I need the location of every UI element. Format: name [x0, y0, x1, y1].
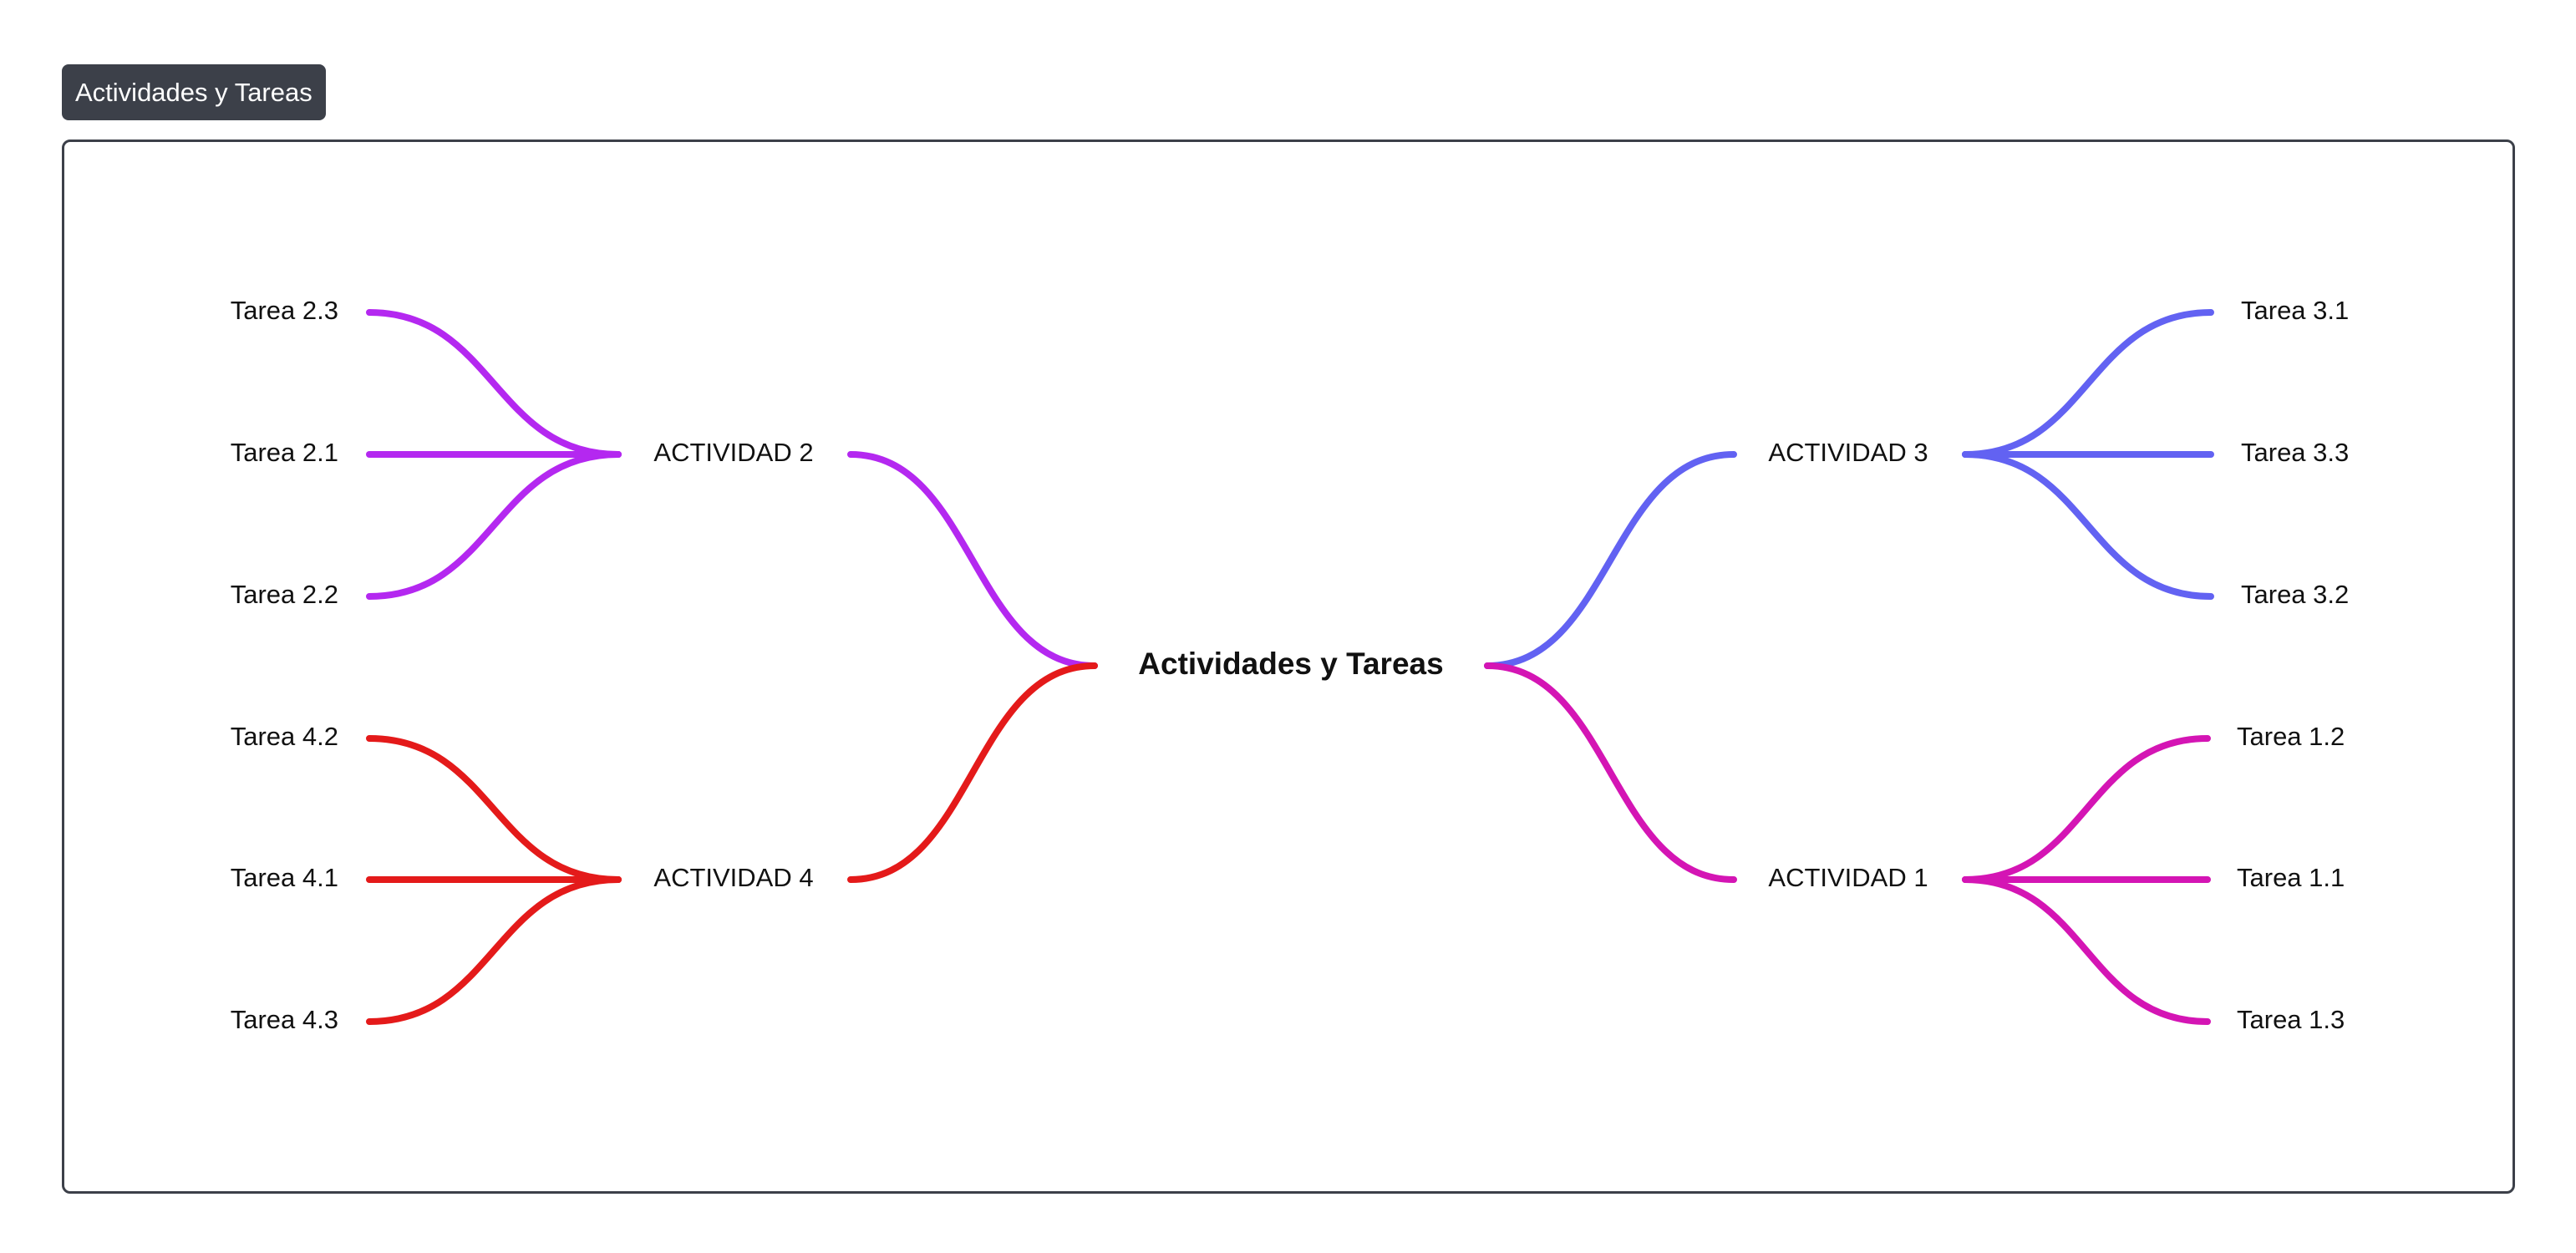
diagram-canvas — [62, 140, 2515, 1194]
node-tarea-2-1[interactable]: Tarea 2.1 — [231, 438, 338, 467]
node-tarea-4-1[interactable]: Tarea 4.1 — [231, 863, 338, 892]
edge-root-actividad-3 — [1484, 451, 1737, 669]
node-actividad-1[interactable]: ACTIVIDAD 1 — [1768, 863, 1928, 892]
diagram-title-tab[interactable]: Actividades y Tareas — [62, 64, 326, 120]
node-actividad-2[interactable]: ACTIVIDAD 2 — [653, 438, 813, 467]
edge-actividad-2-tarea-2-2 — [366, 451, 622, 600]
node-tarea-2-3[interactable]: Tarea 2.3 — [231, 296, 338, 325]
edge-actividad-4-tarea-4-2 — [366, 735, 622, 883]
node-actividad-4[interactable]: ACTIVIDAD 4 — [653, 863, 813, 892]
edge-actividad-3-tarea-3-2 — [1962, 451, 2214, 600]
edge-actividad-3-tarea-3-1 — [1962, 309, 2214, 458]
edge-actividad-2-tarea-2-3 — [366, 309, 622, 458]
node-tarea-1-1[interactable]: Tarea 1.1 — [2237, 863, 2345, 892]
edge-actividad-1-tarea-1-3 — [1962, 876, 2211, 1025]
node-tarea-3-2[interactable]: Tarea 3.2 — [2241, 580, 2349, 609]
root-node[interactable]: Actividades y Tareas — [1138, 647, 1443, 681]
edge-actividad-4-tarea-4-3 — [366, 876, 622, 1025]
mind-map-edges — [366, 309, 2214, 1025]
node-tarea-3-3[interactable]: Tarea 3.3 — [2241, 438, 2349, 467]
edge-root-actividad-2 — [847, 451, 1098, 669]
node-tarea-4-2[interactable]: Tarea 4.2 — [231, 722, 338, 751]
edge-root-actividad-4 — [847, 662, 1098, 883]
node-actividad-3[interactable]: ACTIVIDAD 3 — [1768, 438, 1928, 467]
node-tarea-2-2[interactable]: Tarea 2.2 — [231, 580, 338, 609]
edge-root-actividad-1 — [1484, 662, 1737, 883]
node-tarea-1-2[interactable]: Tarea 1.2 — [2237, 722, 2345, 751]
edge-actividad-1-tarea-1-2 — [1962, 735, 2211, 883]
node-tarea-3-1[interactable]: Tarea 3.1 — [2241, 296, 2349, 325]
node-tarea-4-3[interactable]: Tarea 4.3 — [231, 1005, 338, 1034]
node-tarea-1-3[interactable]: Tarea 1.3 — [2237, 1005, 2345, 1034]
